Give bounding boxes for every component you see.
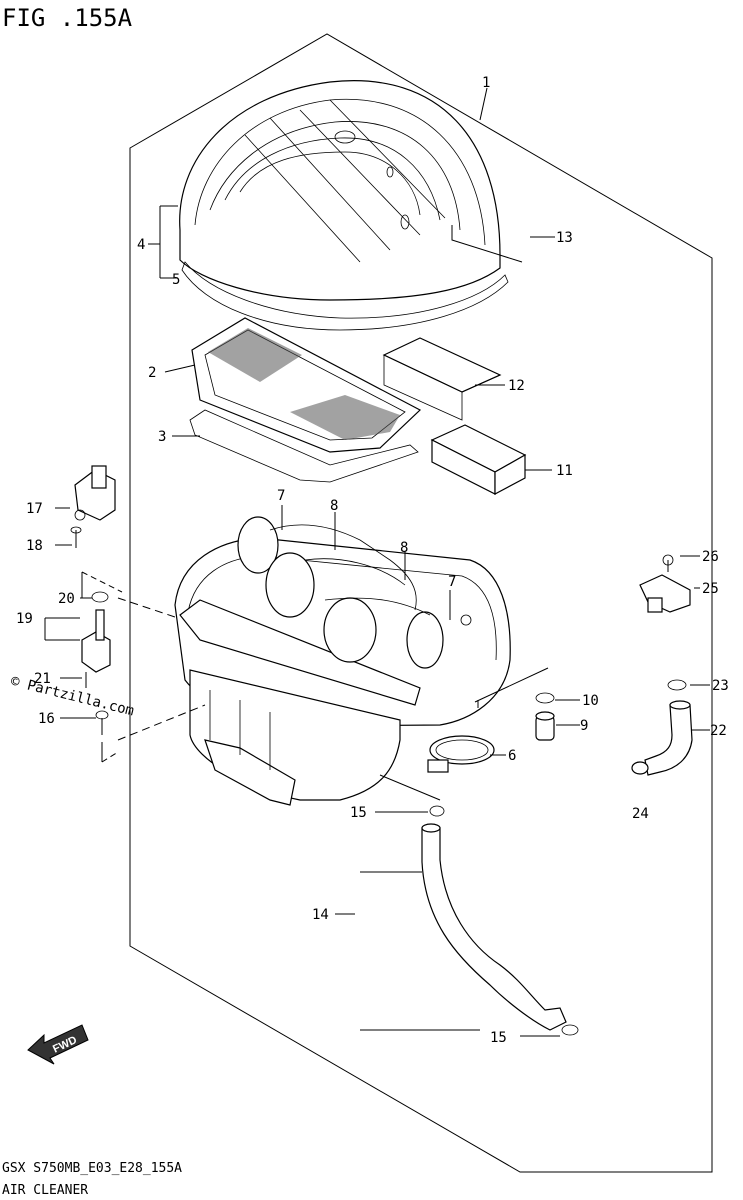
callout-21: 21 [34, 671, 51, 687]
callout-6: 6 [508, 748, 516, 764]
callout-11: 11 [556, 463, 573, 479]
callout-24: 24 [632, 806, 649, 822]
fwd-arrow-icon: FWD [27, 1024, 89, 1065]
element-sheet [382, 337, 502, 393]
watermark: © Partzilla.com [9, 673, 136, 719]
callout-7a: 7 [277, 488, 285, 504]
callout-25: 25 [702, 581, 719, 597]
figure-title: FIG .155A [2, 4, 133, 32]
callout-3: 3 [158, 429, 166, 445]
sensor-right [639, 554, 691, 613]
callout-19: 19 [16, 611, 33, 627]
callout-18: 18 [26, 538, 43, 554]
cleaner-element [189, 317, 422, 483]
assembly-outline [129, 33, 713, 1173]
callout-9: 9 [580, 718, 588, 734]
callout-22: 22 [710, 723, 727, 739]
callout-14: 14 [312, 907, 329, 923]
callout-8a: 8 [330, 498, 338, 514]
bracket-left [81, 591, 111, 735]
breather-hose [644, 704, 693, 776]
callout-15b: 15 [490, 1030, 507, 1046]
cleaner-cover [179, 80, 501, 301]
drain-hose [421, 827, 567, 1031]
callout-2: 2 [148, 365, 156, 381]
callout-labels: 1 2 3 4 5 6 7 7 8 8 9 10 11 12 13 14 15 … [16, 75, 729, 1046]
callout-26: 26 [702, 549, 719, 565]
callout-17: 17 [26, 501, 43, 517]
callout-12: 12 [508, 378, 525, 394]
callout-23: 23 [712, 678, 729, 694]
callout-20: 20 [58, 591, 75, 607]
figure-caption: AIR CLEANER [2, 1183, 88, 1198]
callout-5: 5 [172, 272, 180, 288]
sensor-left [70, 465, 116, 548]
foam-block [430, 424, 527, 495]
callout-10: 10 [582, 693, 599, 709]
callout-4: 4 [137, 237, 145, 253]
leader-lines [44, 87, 710, 1037]
callout-1: 1 [482, 75, 490, 91]
hose-clamp [427, 735, 495, 773]
cover-gasket [181, 261, 509, 331]
callout-8b: 8 [400, 540, 408, 556]
figure-code: GSX S750MB_E03_E28_155A [2, 1161, 182, 1176]
callout-13: 13 [556, 230, 573, 246]
cleaner-case [174, 516, 511, 806]
callout-7b: 7 [448, 574, 456, 590]
callout-16: 16 [38, 711, 55, 727]
callout-15a: 15 [350, 805, 367, 821]
